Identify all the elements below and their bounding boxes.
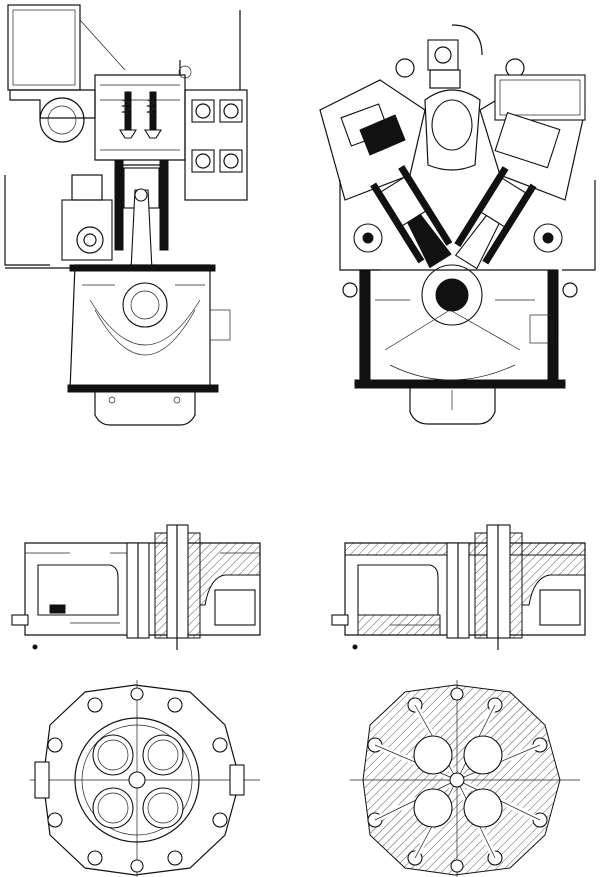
inline-engine-cross-section [0, 0, 250, 430]
cylinder-head-section-right [330, 515, 595, 655]
cylinder-head-plan-right [345, 680, 585, 877]
v-engine-cross-section [300, 0, 602, 430]
cylinder-head-section-left [10, 515, 270, 655]
cylinder-head-plan-left [25, 680, 265, 877]
